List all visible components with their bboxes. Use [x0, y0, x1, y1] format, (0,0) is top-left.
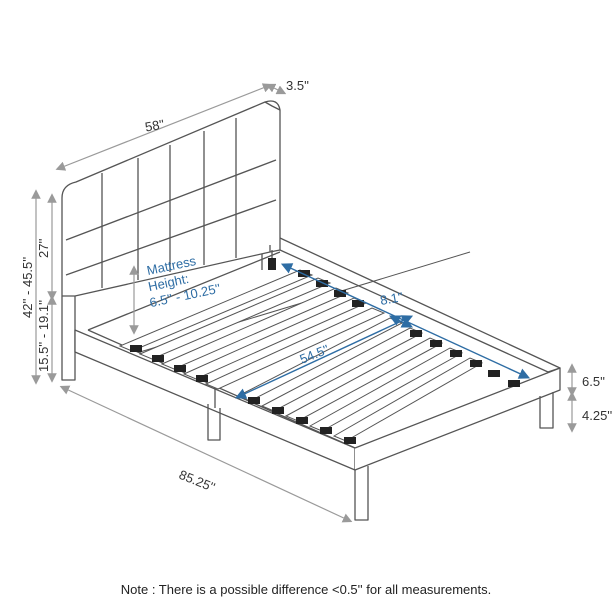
label-frame-length: 85.25''	[177, 467, 217, 495]
label-headboard-height: 27''	[36, 239, 51, 258]
dim-line-length	[59, 385, 353, 523]
label-rail-height: 6.5''	[582, 374, 605, 389]
dimension-lines	[31, 83, 577, 523]
label-slat-spacing: 8.1''	[379, 289, 404, 308]
label-headboard-width: 58''	[144, 116, 166, 134]
label-side-rail-height: 15.5'' - 19.1''	[36, 300, 51, 372]
dim-line-depth	[265, 83, 287, 95]
measurement-note: Note : There is a possible difference <0…	[120, 582, 492, 597]
label-total-height: 42'' - 45.5''	[20, 257, 35, 318]
slat-measure-lines	[234, 263, 531, 399]
label-leg-height: 4.25''	[582, 408, 612, 423]
dim-line-width	[55, 83, 273, 171]
label-headboard-depth: 3.5''	[286, 78, 309, 93]
